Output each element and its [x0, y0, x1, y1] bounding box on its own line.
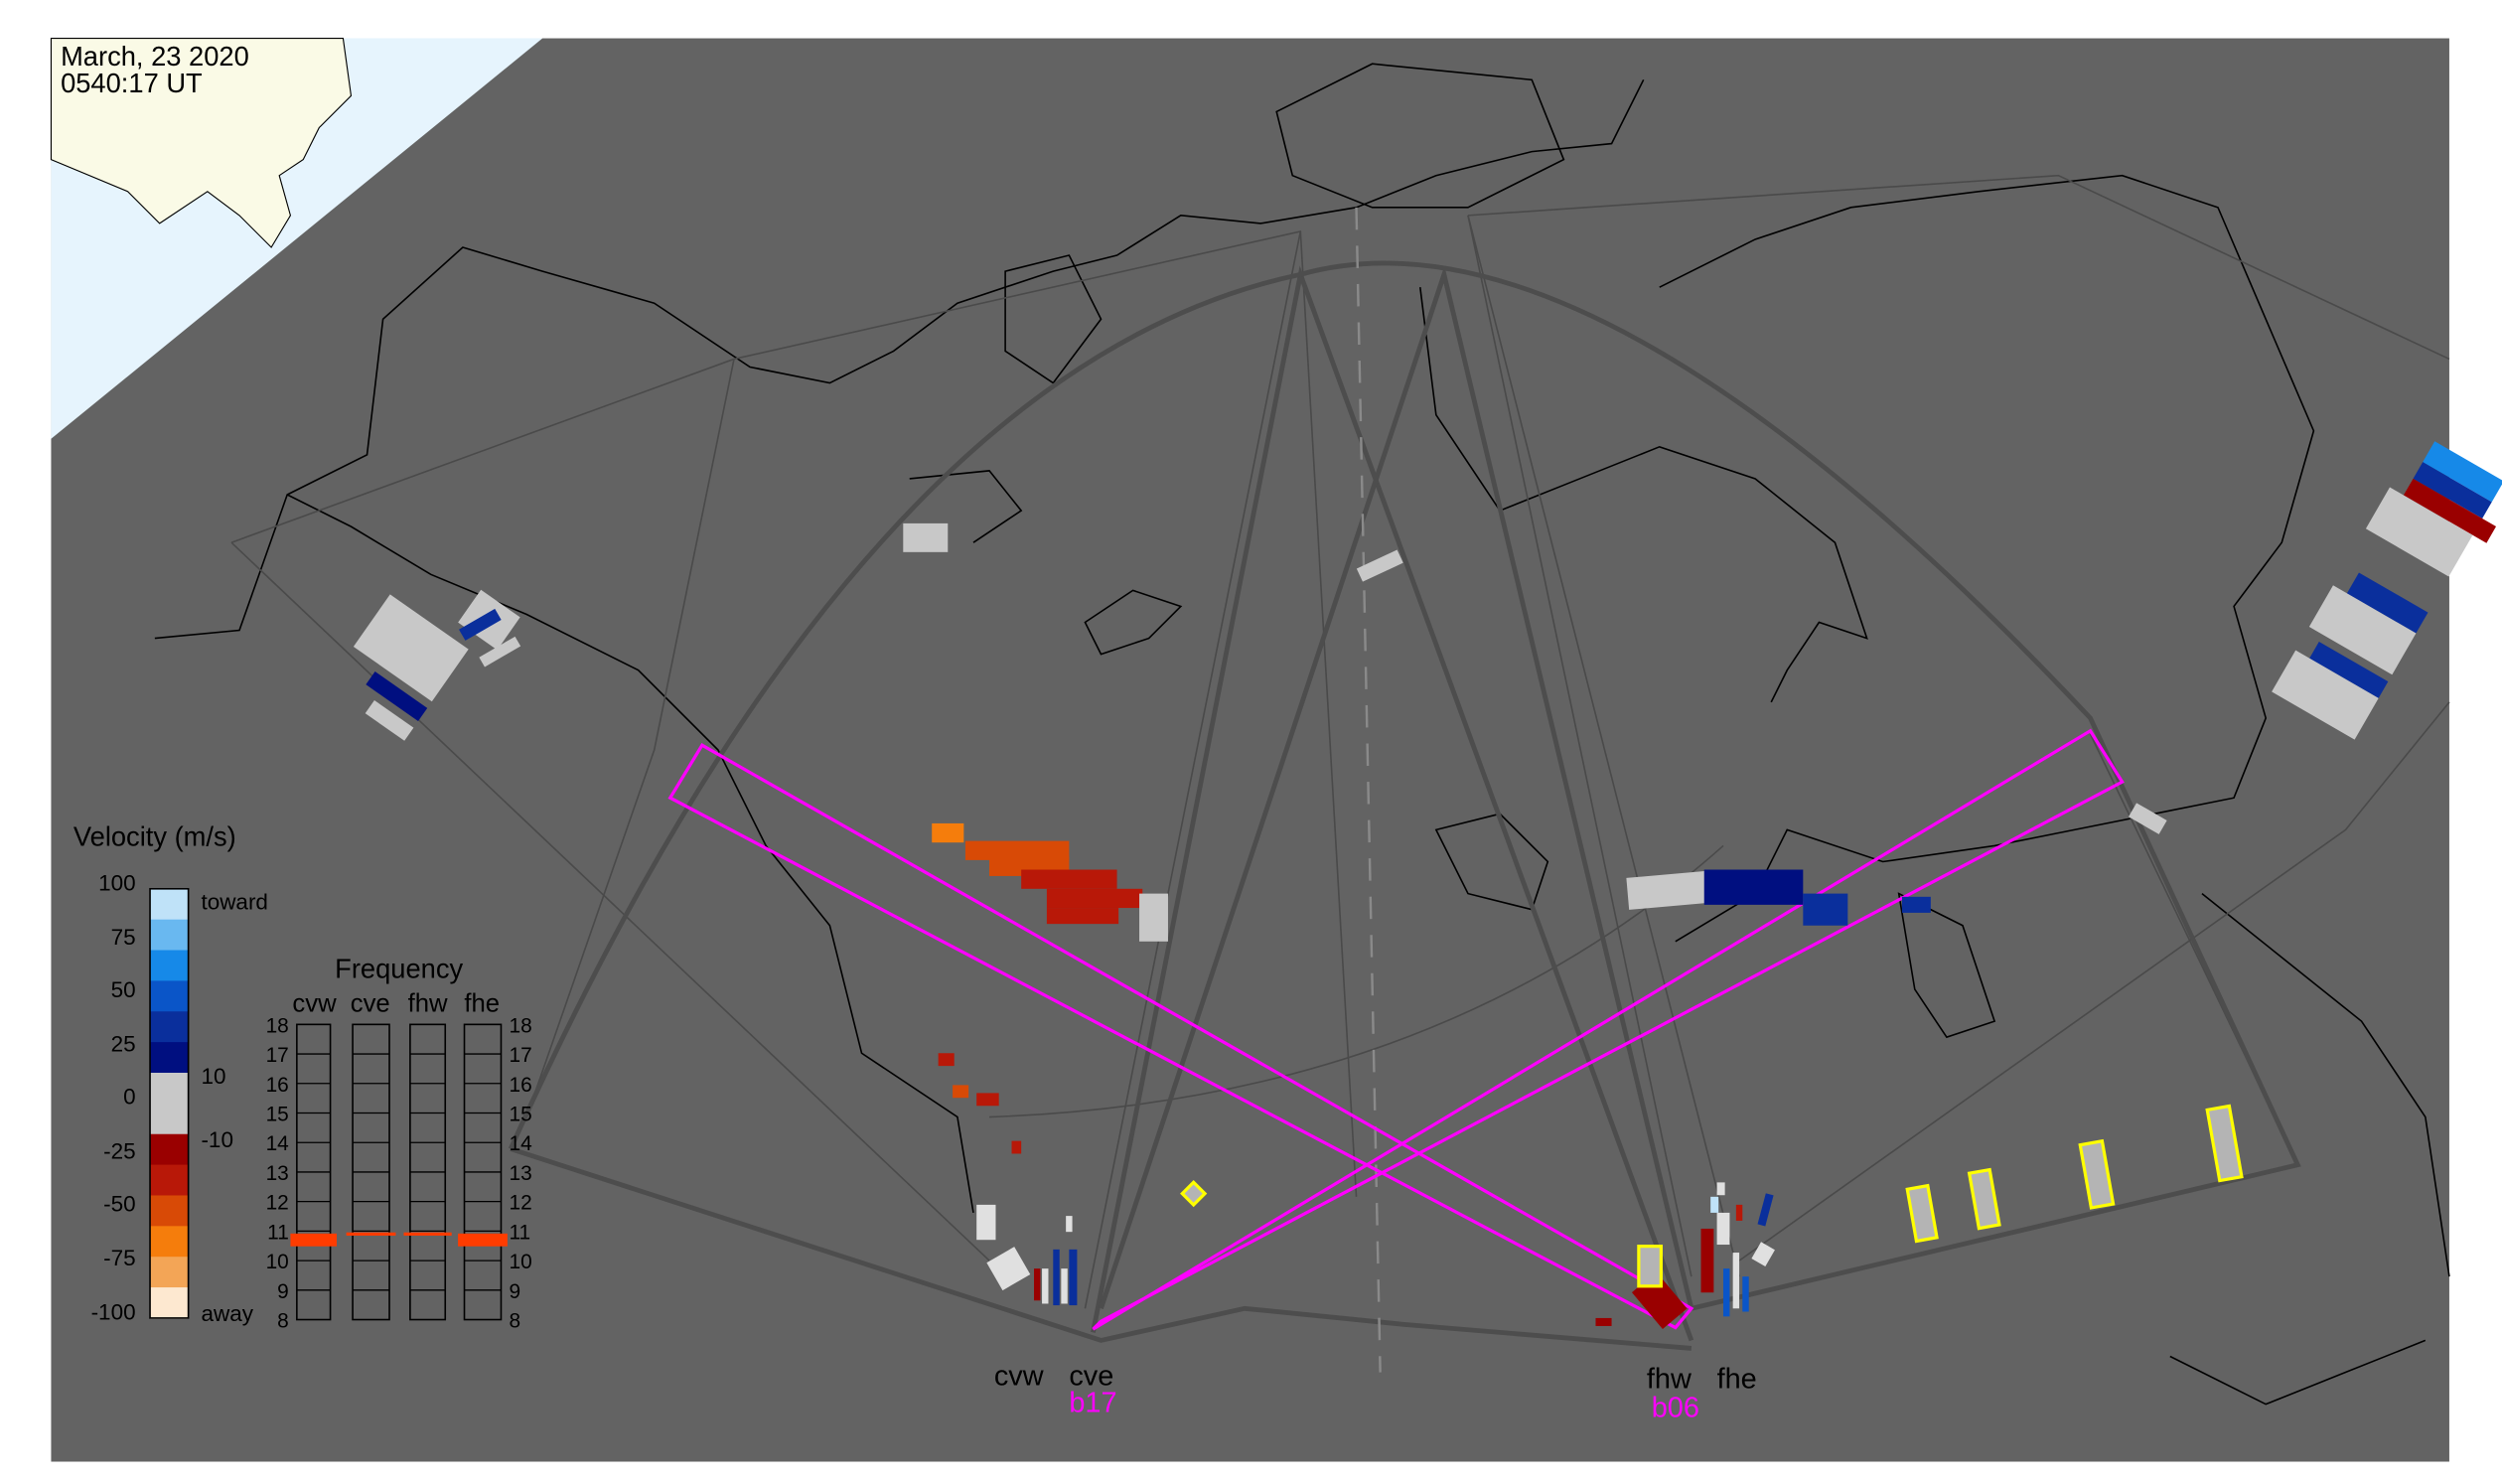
frequency-tick-left: 8 — [277, 1310, 289, 1333]
frequency-marker-fhw — [403, 1232, 452, 1236]
colorbar-tick: -75 — [103, 1246, 136, 1270]
freq-radar-cvw: cvw — [292, 989, 337, 1017]
away-label: away — [201, 1301, 253, 1326]
frequency-tick-right: 11 — [510, 1221, 531, 1244]
colorbar-segment — [150, 888, 189, 921]
fov-outlines — [230, 174, 2450, 1373]
frequency-tick-right: 15 — [510, 1104, 532, 1126]
colorbar-segment — [150, 1195, 189, 1228]
frequency-tick-right: 18 — [510, 1014, 532, 1037]
time-label: 0540:17 UT — [61, 68, 203, 98]
radar-label-cvw: cvw — [994, 1360, 1044, 1392]
colorbar-segment — [150, 1287, 189, 1319]
colorbar-tick: 75 — [111, 925, 136, 950]
echo-patches — [353, 441, 2502, 1330]
radar-label-cve: cve — [1069, 1360, 1113, 1392]
colorbar-segment — [150, 1226, 189, 1258]
frequency-tick-left: 10 — [266, 1251, 289, 1273]
legend-title: Velocity (m/s) — [74, 820, 236, 851]
frequency-tick-right: 17 — [510, 1044, 532, 1067]
daylight-land — [50, 37, 353, 248]
colorbar — [149, 887, 190, 1319]
beam-label-west: b17 — [1069, 1388, 1116, 1419]
date-label: March, 23 2020 — [61, 41, 249, 72]
frequency-tick-left: 9 — [277, 1280, 289, 1303]
frequency-marker-fhe — [458, 1233, 508, 1247]
colorbar-segment — [150, 1133, 189, 1166]
frequency-tick-right: 13 — [510, 1162, 532, 1185]
colorbar-label-neg10: -10 — [201, 1127, 232, 1152]
colorbar-segment — [150, 1257, 189, 1288]
frequency-panel: Frequency cvw cve fhw fhe 18 18 17 17 16 16 15… — [266, 954, 532, 1333]
colorbar-tick: -25 — [103, 1138, 136, 1163]
colorbar-segment — [150, 1072, 189, 1105]
colorbar-tick: -100 — [91, 1300, 136, 1325]
frequency-tick-right: 8 — [510, 1310, 521, 1333]
velocity-legend: Velocity (m/s) 100 75 50 25 0 -25 -50 -7… — [74, 820, 268, 1326]
colorbar-frame — [149, 887, 190, 1319]
frequency-tick-right: 10 — [510, 1251, 532, 1273]
colorbar-segment — [150, 950, 189, 982]
beam-label-east: b06 — [1652, 1393, 1699, 1424]
frequency-tick-left: 15 — [266, 1104, 289, 1126]
frequency-tick-right: 12 — [510, 1192, 532, 1215]
toward-label: toward — [201, 890, 268, 915]
coastlines — [154, 63, 2450, 1406]
colorbar-tick: 0 — [123, 1085, 136, 1110]
colorbar-segment — [150, 1164, 189, 1197]
frequency-tick-right: 9 — [510, 1280, 521, 1303]
colorbar-segment — [150, 1011, 189, 1043]
freq-radar-cve: cve — [351, 989, 390, 1017]
colorbar-label-10: 10 — [201, 1064, 225, 1089]
colorbar-tick: 25 — [111, 1032, 136, 1057]
frequency-tick-left: 18 — [266, 1014, 289, 1037]
radar-label-fhw: fhw — [1647, 1364, 1692, 1396]
colorbar-tick: 100 — [98, 870, 136, 895]
radar-label-fhe: fhe — [1717, 1364, 1757, 1396]
colorbar-tick: -50 — [103, 1191, 136, 1216]
colorbar-segment — [150, 919, 189, 952]
frequency-title: Frequency — [335, 954, 463, 984]
frequency-tick-left: 12 — [266, 1192, 289, 1215]
frequency-tick-left: 11 — [267, 1221, 289, 1244]
colorbar-segment — [150, 980, 189, 1013]
frequency-tick-left: 13 — [266, 1162, 289, 1185]
frequency-tick-left: 16 — [266, 1074, 289, 1097]
frequency-marker-cvw — [290, 1233, 338, 1247]
freq-radar-fhe: fhe — [464, 989, 500, 1017]
colorbar-tick: 50 — [111, 977, 136, 1002]
frequency-tick-left: 14 — [266, 1132, 289, 1155]
beam-boxes — [667, 728, 2125, 1331]
frequency-tick-right: 16 — [510, 1074, 532, 1097]
frequency-marker-cve — [346, 1232, 396, 1236]
frequency-tick-right: 14 — [510, 1132, 532, 1155]
frequency-tick-left: 17 — [266, 1044, 289, 1067]
freq-radar-fhw: fhw — [408, 989, 448, 1017]
colorbar-segment — [150, 1103, 189, 1135]
colorbar-segment — [150, 1042, 189, 1074]
